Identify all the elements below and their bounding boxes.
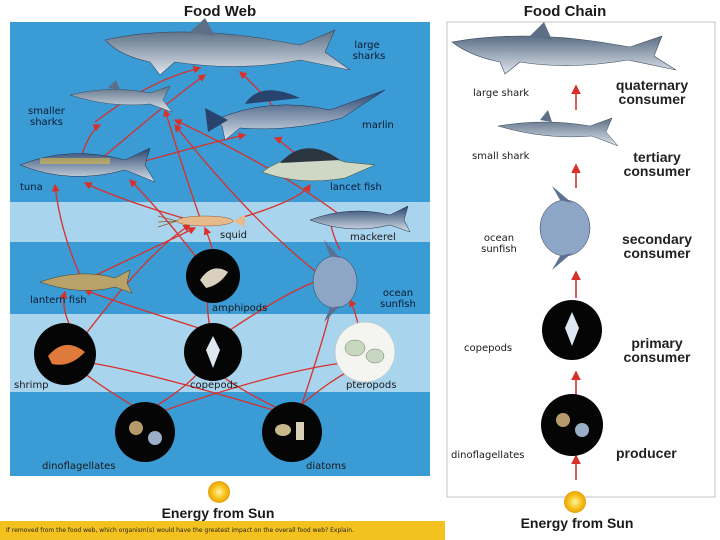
label-amphipods: amphipods xyxy=(212,303,267,314)
lancet-fish-icon xyxy=(261,148,376,182)
large-shark-icon xyxy=(104,18,351,76)
dinoflagellates-chain-icon xyxy=(541,394,603,456)
pteropods-icon xyxy=(334,321,396,383)
label-lantern-fish: lantern fish xyxy=(30,295,87,306)
smaller-shark-icon xyxy=(69,80,173,113)
copepods-web-icon xyxy=(184,323,242,381)
label-copepods-web: copepods xyxy=(190,380,238,391)
mackerel-icon xyxy=(309,205,411,233)
label-line: sunfish xyxy=(380,299,416,310)
label-lancet-fish: lancet fish xyxy=(330,182,382,193)
lantern-fish-icon xyxy=(39,269,133,294)
water-band-bottom xyxy=(10,392,430,476)
label-line: ocean xyxy=(383,288,413,299)
amphipods-icon xyxy=(186,249,240,303)
role-line: consumer xyxy=(624,245,691,261)
chain-role-producer: producer xyxy=(616,445,677,461)
diatoms-icon xyxy=(262,402,322,462)
food-chain-title: Food Chain xyxy=(524,3,607,20)
arrow xyxy=(159,358,352,413)
arrow xyxy=(239,183,311,219)
arrow xyxy=(129,179,201,263)
label-dinoflagellates-web: dinoflagellates xyxy=(42,461,115,472)
arrow xyxy=(84,224,192,336)
arrow xyxy=(83,182,191,221)
marlin-icon xyxy=(205,89,386,141)
label-pteropods: pteropods xyxy=(346,380,396,391)
arrow xyxy=(163,108,201,219)
sun-icon-web xyxy=(208,481,230,503)
label-line: sunfish xyxy=(481,244,517,255)
role-line: secondary xyxy=(622,231,692,247)
chain-organism-copepods: copepods xyxy=(464,343,512,354)
chain-organism-dinoflagellates: dinoflagellates xyxy=(451,450,524,461)
label-shrimp: shrimp xyxy=(14,380,49,391)
large-shark-chain-icon xyxy=(451,22,677,75)
role-line: tertiary xyxy=(633,149,681,165)
tuna-icon xyxy=(19,147,156,183)
label-line: sharks xyxy=(353,51,386,62)
dinoflagellates-web-icon xyxy=(115,402,175,462)
label-line: smaller xyxy=(28,106,66,117)
energy-label-web: Energy from Sun xyxy=(162,505,275,521)
arrow xyxy=(83,359,281,413)
label-marlin: marlin xyxy=(362,120,394,131)
food-web-title: Food Web xyxy=(184,3,256,20)
energy-label-chain: Energy from Sun xyxy=(521,515,634,531)
arrow xyxy=(94,65,202,123)
role-line: consumer xyxy=(624,349,691,365)
role-line: quaternary xyxy=(616,77,689,93)
role-line: consumer xyxy=(619,91,686,107)
squid-icon xyxy=(157,215,245,228)
copepods-chain-icon xyxy=(542,300,602,360)
arrow xyxy=(83,288,206,331)
small-shark-chain-icon xyxy=(497,110,619,147)
role-line: primary xyxy=(631,335,683,351)
chain-organism-small-shark: small shark xyxy=(472,151,530,162)
label-tuna: tuna xyxy=(20,182,43,193)
label-squid: squid xyxy=(220,230,247,241)
arrow xyxy=(174,123,321,276)
food-web: Food Web xyxy=(10,3,430,521)
label-line: ocean xyxy=(484,233,514,244)
label-diatoms: diatoms xyxy=(306,461,346,472)
label-line: sharks xyxy=(30,117,63,128)
arrow xyxy=(99,74,207,161)
sun-icon-chain xyxy=(564,491,586,513)
ocean-sunfish-icon xyxy=(312,240,358,322)
label-mackerel: mackerel xyxy=(350,232,396,243)
role-line: consumer xyxy=(624,163,691,179)
question-banner: If removed from the food web, which orga… xyxy=(0,521,445,540)
label-line: large xyxy=(354,40,379,51)
chain-organism-large-shark: large shark xyxy=(473,88,529,99)
shrimp-icon xyxy=(34,323,96,385)
arrow xyxy=(51,183,81,276)
ocean-sunfish-chain-icon xyxy=(539,186,591,270)
